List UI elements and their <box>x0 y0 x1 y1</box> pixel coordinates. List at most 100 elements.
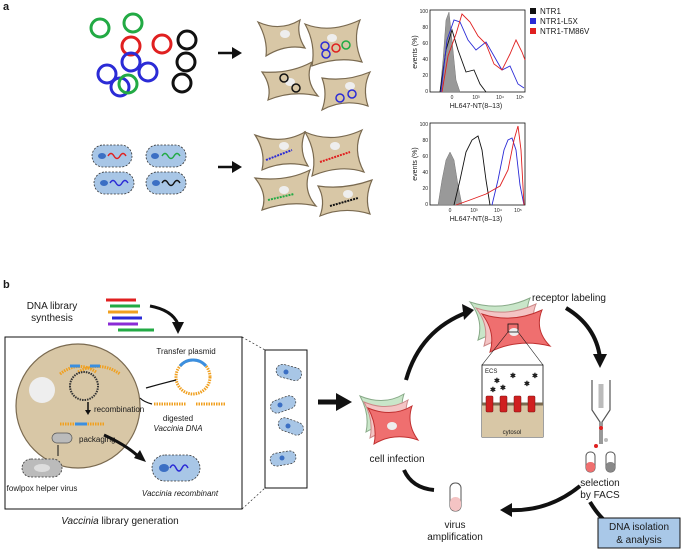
legend-l5x: NTR1-L5X <box>540 17 578 26</box>
ytick-top-60: 60 <box>422 41 428 47</box>
ytick-top-20: 20 <box>422 73 428 79</box>
arrow-left-icon <box>139 397 153 405</box>
dna-library-label-line2: synthesis <box>31 313 73 324</box>
selection-label-line2: by FACS <box>580 490 620 501</box>
recombination-structure <box>59 364 121 401</box>
arrow-head <box>500 503 512 517</box>
histogram-top: 0 20 40 60 80 100 0 10³ 10⁴ 10⁵ HL647-NT… <box>412 9 526 110</box>
library-generation-caption: Vaccinia library generation <box>61 516 178 527</box>
arrow-down-icon <box>149 304 180 325</box>
ylabel-top: events (%) <box>412 35 419 68</box>
xtick-bottom-1e4: 10⁴ <box>494 208 502 214</box>
arrow-head <box>593 354 607 368</box>
ytick-bottom-20: 20 <box>422 186 428 192</box>
cycle-arrow-facs-to-amplification <box>507 484 582 513</box>
ytick-top-40: 40 <box>422 57 428 63</box>
digested-label-line2: Vaccinia DNA <box>153 424 202 433</box>
receptors <box>485 395 536 413</box>
vaccinia-particles-row <box>91 144 187 195</box>
ytick-top-100: 100 <box>420 9 429 15</box>
ylabel-bottom: events (%) <box>412 147 419 180</box>
virus-label-line2: amplification <box>427 532 483 543</box>
legend-swatch-tm86v <box>530 28 536 34</box>
arrow-head <box>134 450 146 462</box>
cell-nuclei-middle <box>279 142 353 198</box>
cell-infection-label: cell infection <box>369 454 424 465</box>
digested-label-line1: digested <box>163 414 193 423</box>
cell-infection-cells <box>358 392 420 446</box>
arrow-left-icon <box>145 379 177 389</box>
amplification-tube <box>449 482 462 512</box>
cell-nuclei-top <box>280 30 355 90</box>
dna-isolation-label-line2: & analysis <box>616 535 662 546</box>
transfected-cells-top <box>256 18 372 112</box>
zoom-line <box>481 331 509 366</box>
ecs-label: ECS <box>485 369 497 375</box>
xtick-bottom-0: 0 <box>449 208 452 214</box>
xtick-bottom-1e5: 10⁵ <box>514 208 522 214</box>
cycle-arrow-amplification-to-infection <box>402 469 435 492</box>
xtick-top-1e3: 10³ <box>472 95 480 101</box>
virus-library-particles <box>269 363 304 467</box>
legend-swatch-l5x <box>530 18 536 24</box>
arrow-head <box>462 304 474 320</box>
legend-swatch-ntr1 <box>530 8 536 14</box>
ytick-bottom-80: 80 <box>422 138 428 144</box>
xtick-bottom-1e3: 10³ <box>470 208 478 214</box>
svg-text:✱: ✱ <box>494 377 500 385</box>
dna-isolation-label-line1: DNA isolation <box>609 522 669 533</box>
zoom-line-bottom <box>241 487 266 510</box>
virus-dna <box>169 464 189 472</box>
arrow-right-icon <box>218 161 242 173</box>
legend: NTR1 NTR1-L5X NTR1-TM86V <box>530 7 590 36</box>
fowlpox-core <box>34 464 50 472</box>
viral-dna-in-cells <box>265 149 359 207</box>
receptor-labeling-label: receptor labeling <box>532 293 606 304</box>
ytick-bottom-40: 40 <box>422 170 428 176</box>
cytosol-label: cytosol <box>503 430 522 436</box>
plasmid-insert <box>178 358 208 368</box>
fowlpox-label: fowlpox helper virus <box>7 484 78 493</box>
plasmid-rings <box>89 12 198 98</box>
infected-cells-middle <box>253 128 374 218</box>
ytick-bottom-100: 100 <box>420 122 429 128</box>
cell-nucleus <box>29 377 55 403</box>
xlabel-bottom: HL647-NT(8–13) <box>450 216 503 223</box>
panel-b-label: b <box>3 279 10 291</box>
xtick-top-1e5: 10⁵ <box>516 95 524 101</box>
helper-virus-small <box>51 432 73 444</box>
transfer-plasmid <box>174 358 212 396</box>
recombinant-label: Vaccinia recombinant <box>142 489 219 498</box>
ligands: ✱✱✱ ✱✱✱ <box>490 372 538 394</box>
cycle-arrow-labeling-to-facs <box>564 306 602 359</box>
dna-library-label-line1: DNA library <box>27 301 78 312</box>
transfer-plasmid-label: Transfer plasmid <box>156 347 215 356</box>
ytick-bottom-60: 60 <box>422 154 428 160</box>
recombination-label: recombination <box>94 405 144 414</box>
svg-text:✱: ✱ <box>500 384 506 392</box>
cycle-arrow-infection-to-labeling <box>404 310 469 381</box>
legend-ntr1: NTR1 <box>540 7 561 16</box>
virus-label-line1: virus <box>444 520 465 531</box>
receptor-labeling-cells <box>468 297 552 353</box>
svg-text:✱: ✱ <box>510 372 516 380</box>
svg-text:✱: ✱ <box>532 372 538 380</box>
svg-text:✱: ✱ <box>490 386 496 394</box>
xlabel-top: HL647-NT(8–13) <box>450 103 503 110</box>
dna-isolation-box <box>597 517 681 549</box>
panel-a-label: a <box>3 1 10 13</box>
selection-label-line1: selection <box>580 478 619 489</box>
arrow-right-icon <box>318 393 352 411</box>
arrow-right-icon <box>218 47 242 59</box>
zoom-line-top <box>241 336 266 351</box>
xtick-top-1e4: 10⁴ <box>496 95 504 101</box>
virus-core <box>159 464 169 472</box>
facs-sorter <box>585 380 616 473</box>
packaging-label: packaging <box>79 435 115 444</box>
legend-tm86v: NTR1-TM86V <box>540 27 590 36</box>
svg-text:✱: ✱ <box>524 380 530 388</box>
ytick-bottom-0: 0 <box>425 202 428 208</box>
plasmids-in-cells <box>279 40 357 103</box>
zoom-line <box>517 331 544 366</box>
